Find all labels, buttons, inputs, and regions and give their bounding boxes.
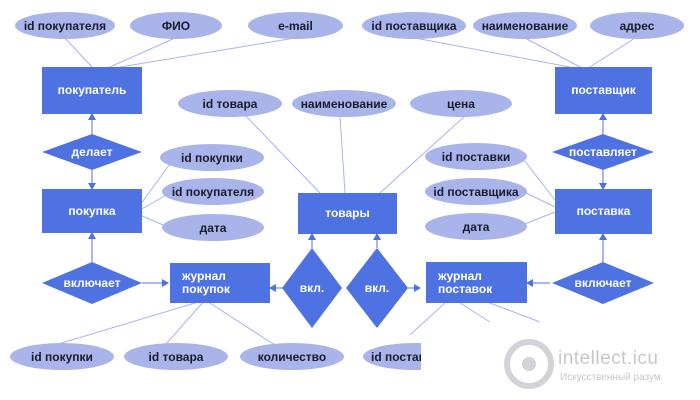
- attribute-pj-purchase-id: id покупки: [10, 343, 114, 370]
- svg-text:вкл.: вкл.: [365, 281, 390, 295]
- entity-goods: товары: [298, 193, 397, 234]
- attribute-goods-name: наименование: [292, 90, 396, 117]
- entity-supplier: поставщик: [555, 67, 652, 114]
- svg-text:делает: делает: [72, 145, 113, 159]
- attribute-supply-date: дата: [425, 213, 527, 240]
- watermark-text: intellect.icu: [558, 348, 659, 369]
- attribute-goods-price: цена: [410, 90, 512, 117]
- svg-text:включает: включает: [64, 276, 121, 290]
- entity-purchase: покупка: [42, 189, 142, 233]
- attribute-buyer-fio: ФИО: [130, 12, 222, 39]
- attribute-buyer-id: id покупателя: [15, 12, 115, 39]
- attribute-supply-supplier-id: id поставщика: [425, 178, 527, 205]
- attribute-purchase-buyer-id: id покупателя: [162, 178, 264, 205]
- relationship-makes: делает: [42, 134, 142, 170]
- svg-text:вкл.: вкл.: [300, 281, 325, 295]
- entity-supply: поставка: [555, 189, 652, 234]
- watermark-subtitle: Искусственный разум: [560, 372, 661, 383]
- attribute-connectors: [54, 37, 636, 346]
- entity-purchase-journal: журнал покупок: [170, 263, 270, 303]
- attribute-supplier-address: адрес: [590, 12, 684, 39]
- attribute-supply-id: id поставки: [425, 143, 527, 170]
- relationship-arrows: [88, 113, 607, 292]
- attribute-purchase-date: дата: [162, 214, 264, 241]
- attribute-supplier-id: id поставщика: [362, 12, 466, 39]
- svg-text:включает: включает: [575, 276, 632, 290]
- watermark-logo-icon: [504, 339, 554, 389]
- attribute-buyer-email: e-mail: [248, 12, 343, 39]
- relationship-includes-supply: включает: [552, 262, 654, 304]
- attribute-supplier-name: наименование: [473, 12, 577, 39]
- relationship-incl-purchase-journal: вкл.: [282, 248, 342, 328]
- entity-supply-journal: журнал поставок: [426, 262, 527, 303]
- relationship-includes-purchase: включает: [42, 262, 142, 304]
- svg-text:поставляет: поставляет: [569, 145, 637, 159]
- attribute-sj-supplier-id-clip: id постав: [363, 343, 421, 370]
- attribute-sj-supplier-id: id постав: [363, 343, 421, 370]
- relationship-supplies: поставляет: [552, 134, 654, 170]
- attribute-pj-quantity: количество: [240, 343, 344, 370]
- relationship-incl-supply-journal: вкл.: [346, 248, 408, 328]
- entity-buyer: покупатель: [42, 67, 142, 114]
- attribute-pj-goods-id: id товара: [124, 343, 228, 370]
- attribute-goods-id: id товара: [178, 90, 282, 117]
- attribute-purchase-id: id покупки: [160, 144, 264, 171]
